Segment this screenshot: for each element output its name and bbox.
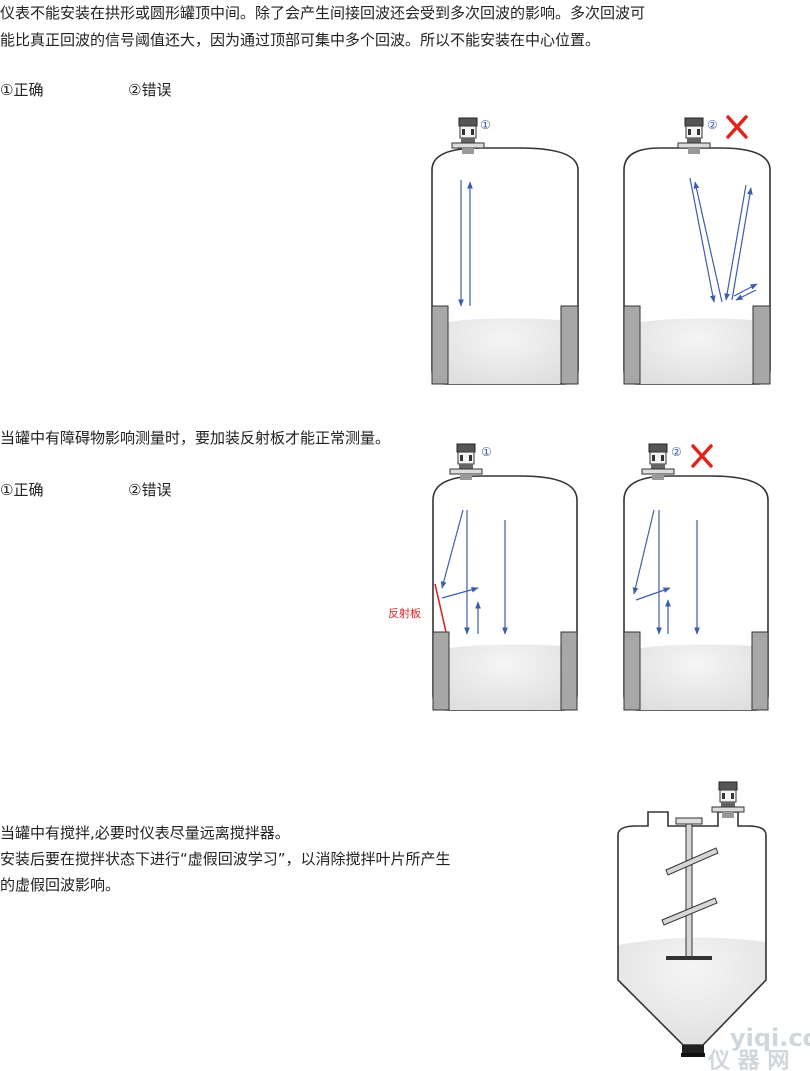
echo-arrow <box>724 184 747 301</box>
tank-4-wrong: ② <box>623 443 769 711</box>
agitator-shaft <box>685 823 693 959</box>
tank-wall-block <box>560 305 579 385</box>
marker-wrong: ② <box>707 118 718 132</box>
section2-text: 当罐中有障碍物影响测量时，要加装反射板才能正常测量。 <box>0 429 391 447</box>
radar-sensor-icon <box>711 781 745 819</box>
agitator-blade <box>665 847 719 876</box>
echo-arrow <box>632 509 655 595</box>
reflector-plate <box>434 583 447 633</box>
section3-text-line2: 安装后要在搅拌状态下进行“虚假回波学习”，以消除搅拌叶片所产生 <box>0 850 451 868</box>
radar-sensor-icon <box>641 443 675 481</box>
marker-wrong: ② <box>671 445 682 459</box>
section2-option-correct: ①正确 <box>0 481 44 499</box>
section1-text-line2: 能比真正回波的信号阈值还大，因为通过顶部可集中多个回波。所以不能安装在中心位置。 <box>0 31 601 49</box>
section1-option-wrong: ②错误 <box>128 81 172 99</box>
echo-arrow <box>735 289 757 301</box>
agitator-blade <box>661 897 718 926</box>
tank-1-correct: ① <box>431 117 579 385</box>
echo-arrow <box>733 283 758 297</box>
echo-arrow <box>693 181 723 303</box>
echo-arrow <box>440 509 464 589</box>
echo-arrow <box>689 177 716 303</box>
echo-arrow <box>731 187 753 301</box>
watermark-chinese: 仪 器 网 <box>707 1049 789 1071</box>
echo-arrow <box>441 586 479 599</box>
section3-text-line3: 的虚假回波影响。 <box>0 876 121 894</box>
echo-arrow <box>635 587 671 601</box>
reflector-label: 反射板 <box>388 606 421 620</box>
watermark-logo: yiqi.com 仪 器 网 <box>707 1024 810 1071</box>
radar-sensor-icon <box>449 443 483 481</box>
agitator-tank <box>617 781 767 1057</box>
cross-icon <box>726 115 748 139</box>
marker-correct: ① <box>481 445 492 459</box>
tank-wall-block <box>431 305 449 385</box>
tank-3-correct: ① 反射板 <box>388 443 578 711</box>
section1-text-line1: 仪表不能安装在拱形或圆形罐顶中间。除了会产生间接回波还会受到多次回波的影响。多次… <box>0 4 646 22</box>
section2-option-wrong: ②错误 <box>128 481 172 499</box>
watermark-domain: yiqi.com <box>730 1024 810 1052</box>
section3-text-line1: 当罐中有搅拌,必要时仪表尽量远离搅拌器。 <box>0 824 290 842</box>
marker-correct: ① <box>480 118 491 132</box>
tank-2-wrong: ② <box>623 115 771 385</box>
section1-option-correct: ①正确 <box>0 81 44 99</box>
cross-icon <box>691 444 713 468</box>
